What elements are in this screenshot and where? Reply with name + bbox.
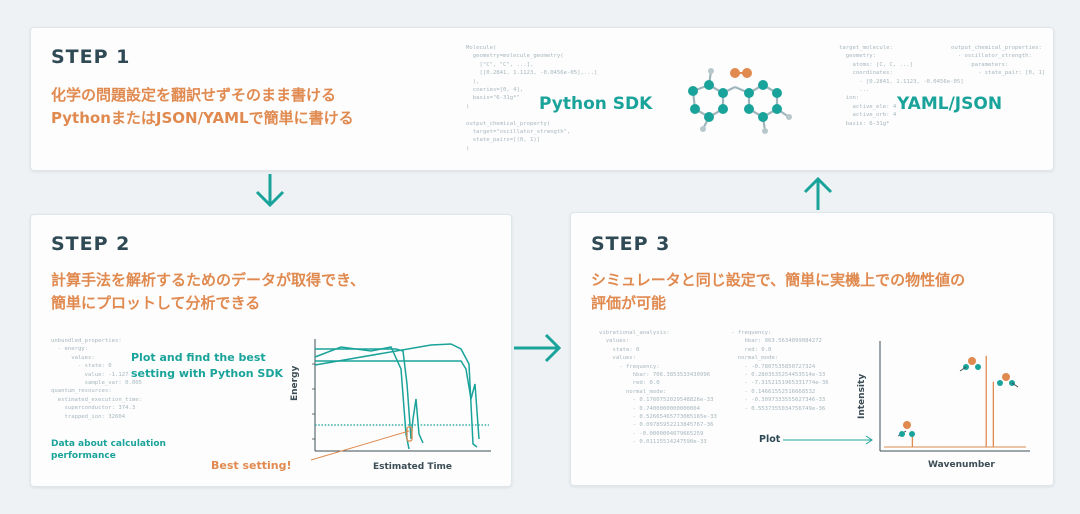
arrow-down-icon	[255, 174, 285, 208]
spectrum-y-label: Intensity	[857, 373, 867, 419]
energy-chart	[312, 339, 491, 452]
python-sdk-label: Python SDK	[539, 94, 653, 114]
step2-card: STEP 2 計算手法を解析するためのデータが取得でき、 簡単にプロットして分析…	[30, 214, 512, 487]
step2-title: STEP 2	[51, 233, 131, 255]
step1-line2: PythonまたはJSON/YAMLで簡単に書ける	[51, 109, 354, 127]
arrow-up-icon	[803, 176, 833, 210]
plot-arrow-icon	[783, 435, 873, 445]
data-note-line1: Data about calculation	[51, 439, 166, 449]
step2-line2: 簡単にプロットして分析できる	[51, 294, 261, 312]
molecule-mini-icon-3	[997, 373, 1019, 388]
step3-title: STEP 3	[591, 233, 671, 255]
energy-y-label: Energy	[290, 365, 300, 401]
step1-line1: 化学の問題設定を翻訳せずそのまま書ける	[51, 86, 337, 104]
plot-note-line1: Plot and find the best	[131, 351, 266, 364]
data-note-line2: performance	[51, 451, 116, 461]
molecule-icon	[688, 68, 792, 134]
python-code-snippet: Molecule( geometry=molecule_geometry( ["…	[466, 45, 598, 152]
plot-label: Plot	[759, 434, 781, 445]
energy-series-3	[314, 346, 410, 450]
step3-line1: シミュレータと同じ設定で、簡単に実機上での物性値の	[591, 271, 966, 289]
plot-note-line2: setting with Python SDK	[131, 367, 284, 380]
arrow-right-icon	[514, 333, 562, 363]
step3-code-right: - frequency: hbar: 963.5634099084272 red…	[731, 330, 829, 412]
energy-series-1	[315, 348, 424, 444]
energy-x-label: Estimated Time	[373, 462, 453, 472]
spectrum-chart	[879, 341, 1030, 452]
step1-title: STEP 1	[51, 46, 131, 68]
energy-series-2	[315, 360, 480, 440]
best-setting-marker	[406, 426, 413, 442]
step2-code-snippet: unbundled_properties: - energy: values: …	[51, 338, 142, 420]
step2-line1: 計算手法を解析するためのデータが取得でき、	[51, 271, 365, 289]
molecule-mini-icon-2	[959, 357, 981, 372]
yaml-json-label: YAML/JSON	[897, 94, 1003, 114]
yaml-code-snippet: target_molecule: geometry: atoms: [C, C,…	[839, 45, 964, 127]
spectrum-x-label: Wavenumber	[928, 460, 995, 470]
step3-line2: 評価が可能	[591, 294, 667, 312]
step3-card: STEP 3 シミュレータと同じ設定で、簡単に実機上での物性値の 評価が可能 v…	[570, 212, 1054, 486]
energy-series-4	[314, 343, 478, 448]
best-setting-pointer	[310, 430, 410, 461]
step3-code-left: vibrational_analysis: values: state: 0 v…	[599, 330, 717, 446]
molecule-mini-icon-1	[897, 421, 915, 437]
yaml-code-snippet-2: output_chemical_properties: - oscillator…	[951, 45, 1046, 77]
step1-card: STEP 1 化学の問題設定を翻訳せずそのまま書ける PythonまたはJSON…	[30, 27, 1054, 171]
best-setting-label: Best setting!	[211, 459, 292, 472]
